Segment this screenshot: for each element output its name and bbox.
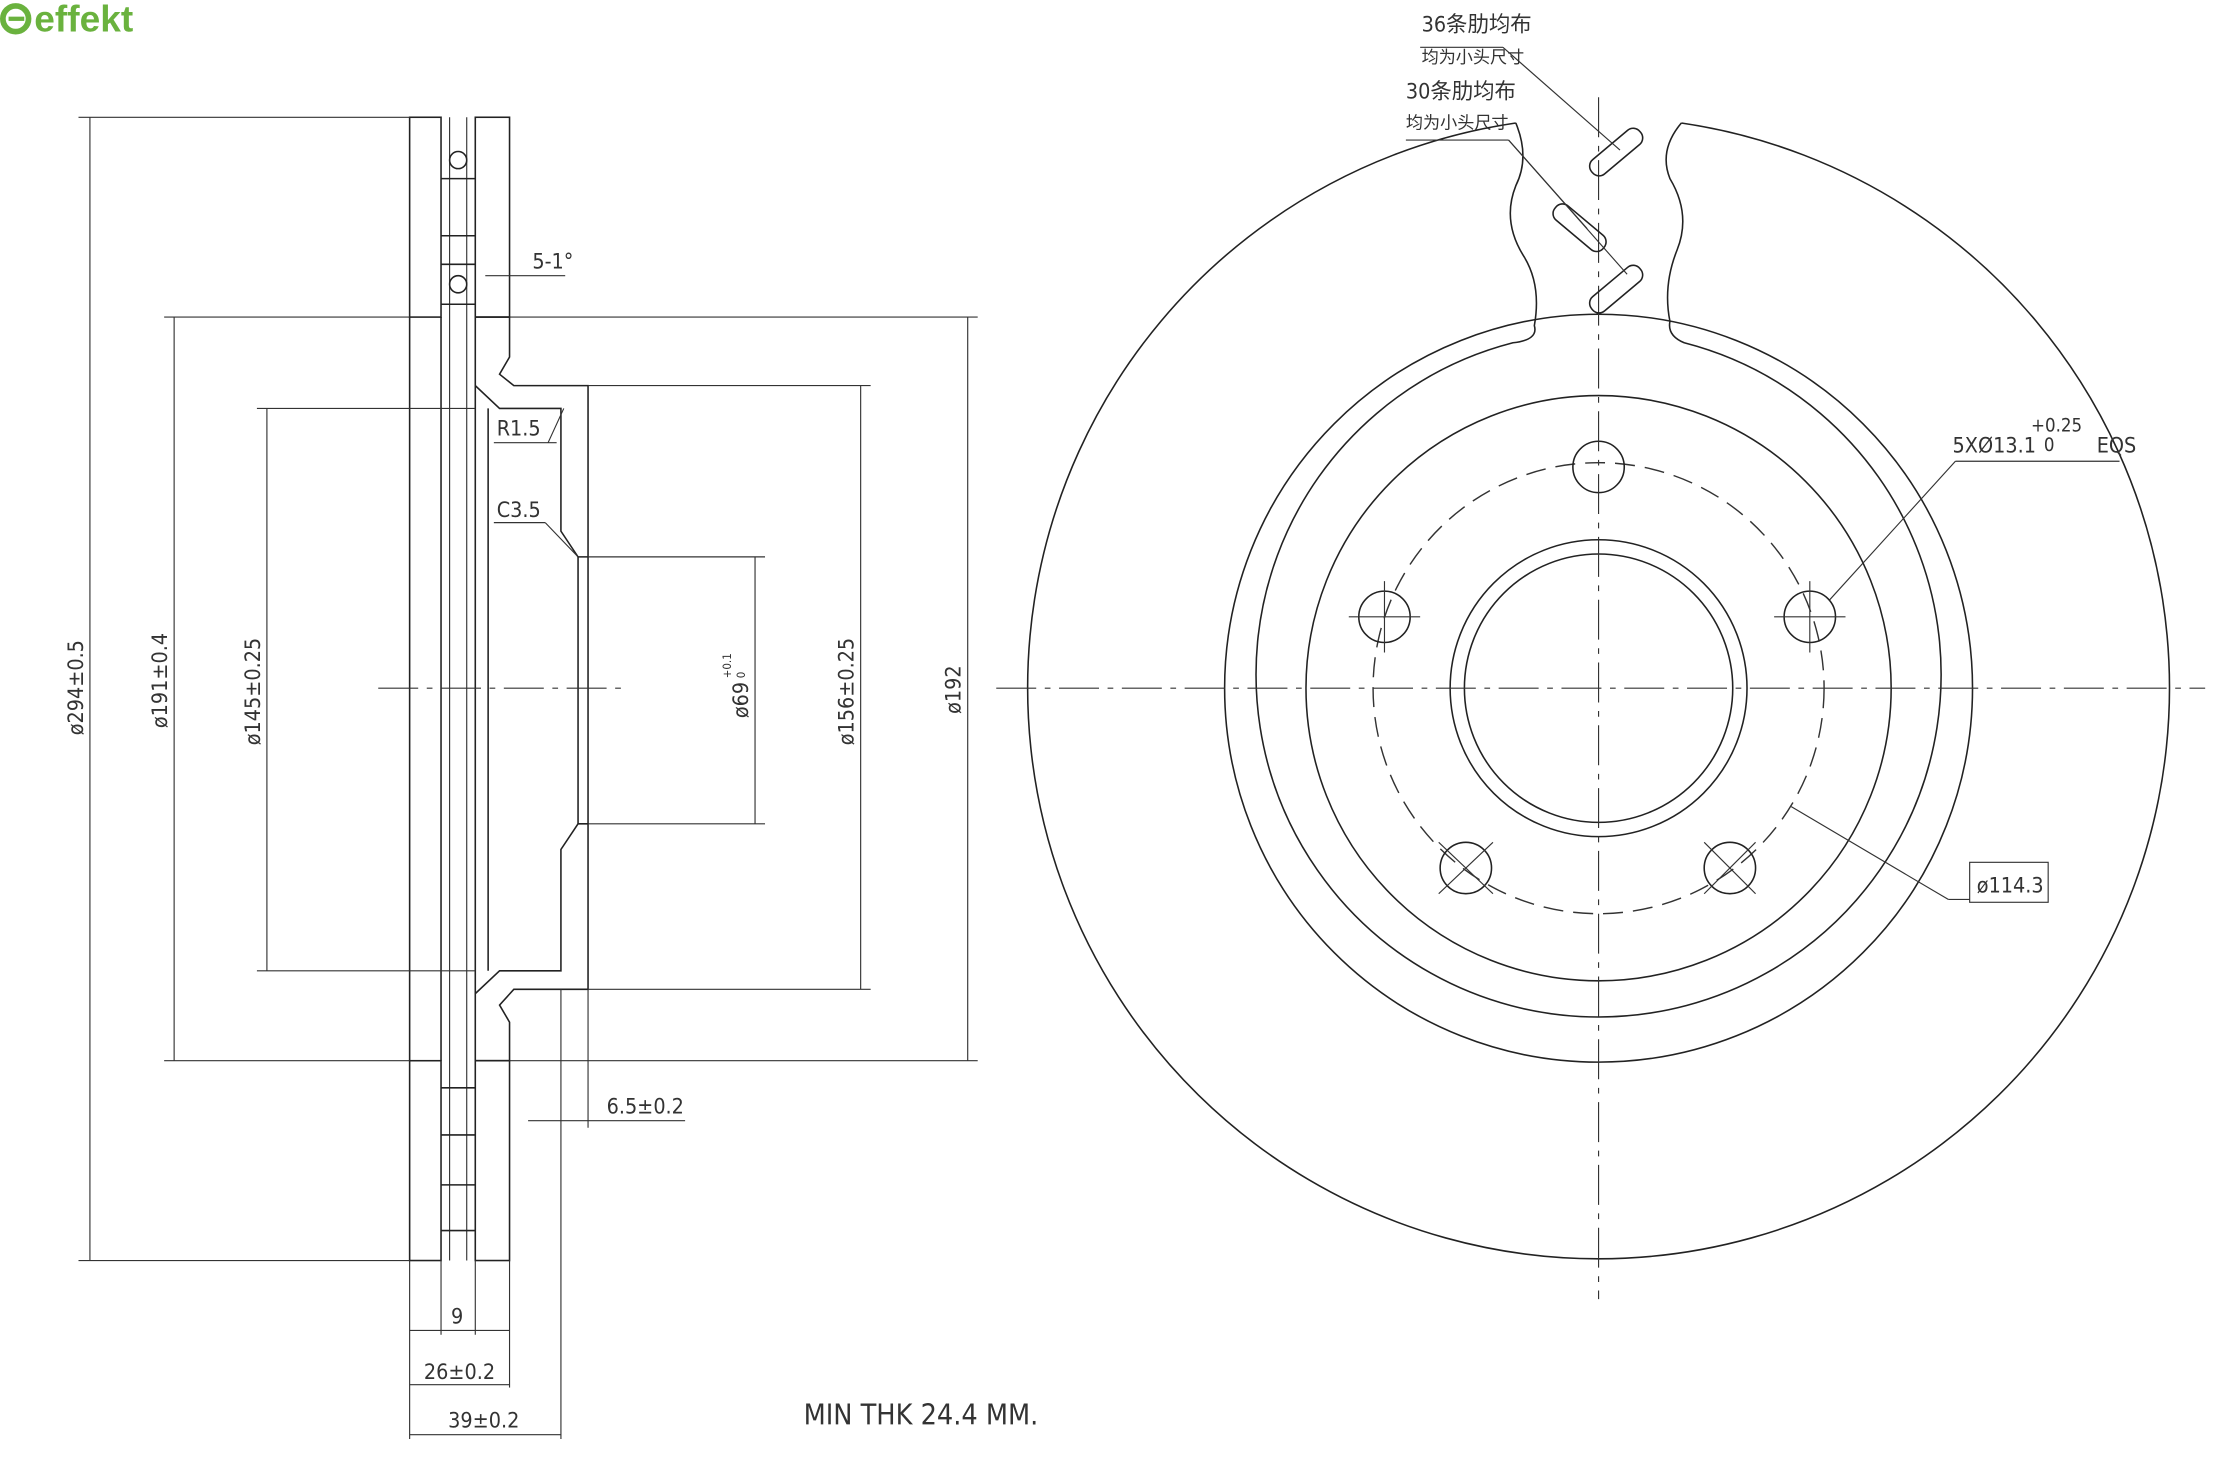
dim-d294: ø294±0.5 <box>64 640 89 735</box>
bolt-hole-tol-lower: 0 <box>2044 435 2055 456</box>
bolt-holes <box>1358 440 1837 895</box>
dim-d191: ø191±0.4 <box>148 633 173 728</box>
dim-t65: 6.5±0.2 <box>607 1095 684 1120</box>
outer-friction-plate-top <box>474 116 511 318</box>
hat-section-bottom <box>474 822 589 1062</box>
bolt-hole-eqs: EQS <box>2097 434 2137 459</box>
inner-friction-plate-bottom <box>408 1059 442 1262</box>
dim-d69: ø69 <box>729 682 754 718</box>
note-36-ribs: 36条肋均布 <box>1422 13 1532 38</box>
note-30-ribs-sub: 均为小头尺寸 <box>1406 114 1509 134</box>
side-section-view: ø294±0.5 ø191±0.4 ø145±0.25 ø69 +0.1 0 ø… <box>64 116 1039 1439</box>
dim-d69-tol-lower: 0 <box>734 672 748 679</box>
dim-d145: ø145±0.25 <box>241 638 266 745</box>
note-30-ribs: 30条肋均布 <box>1406 80 1516 105</box>
min-thickness-note: MIN THK 24.4 MM. <box>804 1399 1039 1432</box>
logo-text: effekt <box>34 0 133 40</box>
inner-friction-plate-top <box>408 116 442 318</box>
pcd-callout: ø114.3 <box>1977 873 2044 898</box>
note-36-ribs-sub: 均为小头尺寸 <box>1422 48 1525 68</box>
bolt-hole-callout: 5XØ13.1 <box>1953 434 2036 459</box>
dim-w9: 9 <box>451 1304 463 1329</box>
dim-d192: ø192 <box>942 665 967 714</box>
outer-friction-plate-bottom <box>474 1059 511 1262</box>
dim-r15: R1.5 <box>497 417 541 442</box>
dim-angle: 5-1° <box>532 250 573 275</box>
effekt-logo: effekt <box>0 0 133 40</box>
dim-w26: 26±0.2 <box>424 1360 495 1385</box>
dim-d69-tol-upper: +0.1 <box>720 653 734 678</box>
dim-c35: C3.5 <box>497 498 541 523</box>
front-view: 36条肋均布 均为小头尺寸 30条肋均布 均为小头尺寸 5XØ13.1 +0.2… <box>996 13 2206 1300</box>
bolt-hole-tol-upper: +0.25 <box>2031 415 2082 436</box>
dim-w39: 39±0.2 <box>448 1409 519 1434</box>
dim-d156: ø156±0.25 <box>835 638 860 745</box>
